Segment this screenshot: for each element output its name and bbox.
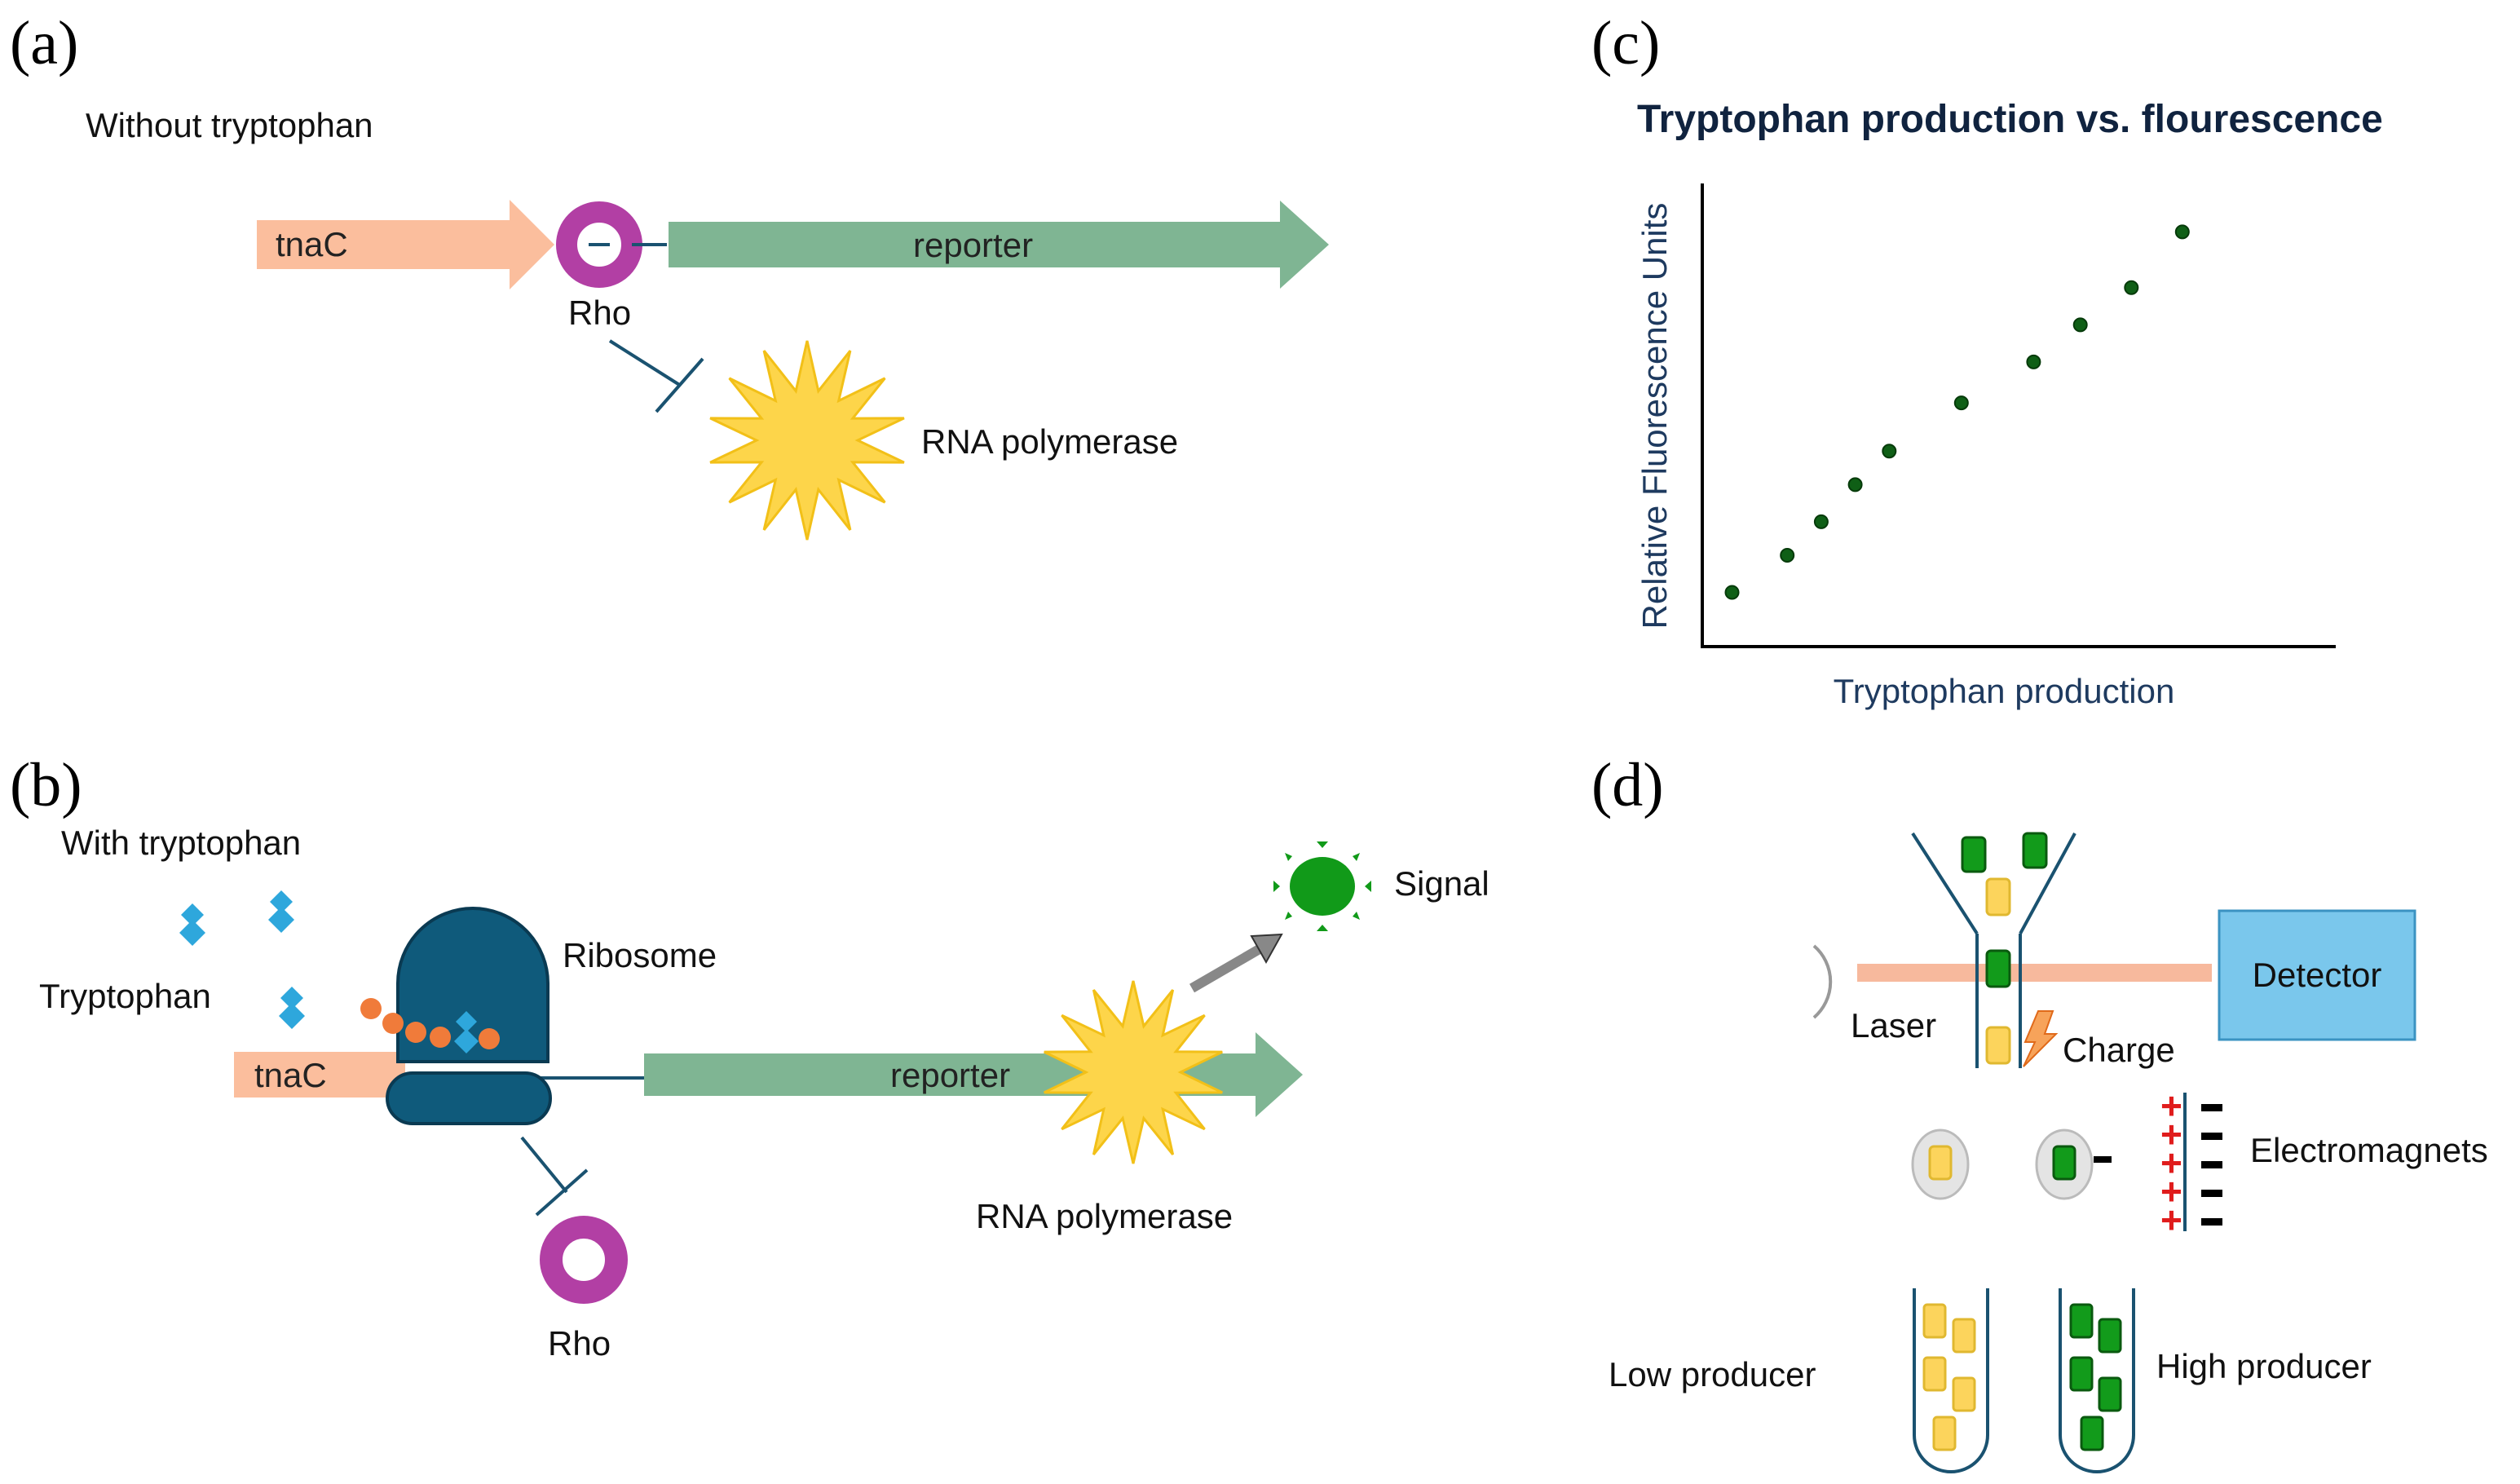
panel-b: (b) With tryptophan Tryptophan tnaC repo… xyxy=(10,751,1489,1363)
panel-a: (a) Without tryptophan tnaC Rho reporter… xyxy=(10,9,1329,541)
negative-plate xyxy=(2201,1104,2222,1226)
inhibition-line-b xyxy=(520,1136,568,1194)
panel-a-letter: (a) xyxy=(10,9,78,77)
chart-point-7 xyxy=(2026,354,2041,369)
plus-sign: + xyxy=(2160,1142,2182,1184)
inhibition-line-a xyxy=(608,339,682,387)
chart-point-9 xyxy=(2124,280,2139,295)
low-producer-tube xyxy=(1913,1288,1989,1473)
rna-polymerase-star-a xyxy=(709,340,905,541)
electromagnets-label: Electromagnets xyxy=(2250,1131,2488,1169)
plus-sign: + xyxy=(2160,1199,2182,1241)
minus-mark xyxy=(2201,1161,2222,1168)
rna-polymerase-label-b: RNA polymerase xyxy=(976,1197,1233,1235)
tryptophan-molecule-1 xyxy=(179,903,205,946)
minus-mark xyxy=(2201,1190,2222,1197)
panel-a-condition: Without tryptophan xyxy=(86,106,373,144)
detector-box xyxy=(2218,909,2416,1041)
chart-title: Tryptophan production vs. flourescence xyxy=(1637,98,2383,141)
tnac-gene-b xyxy=(234,1052,405,1098)
minus-mark xyxy=(2201,1133,2222,1140)
panel-c-letter: (c) xyxy=(1591,9,1660,77)
green-cell-in-beam xyxy=(1985,949,2011,988)
signal-glow-icon xyxy=(1273,841,1371,931)
chart-point-2 xyxy=(1780,548,1795,563)
negative-charge-mark xyxy=(2094,1156,2112,1163)
charge-bolt-icon xyxy=(2023,1010,2059,1067)
reporter-label-b: reporter xyxy=(890,1056,1010,1094)
high-producer-tube xyxy=(2059,1288,2135,1473)
yellow-cell xyxy=(1985,1026,2011,1065)
signal-label: Signal xyxy=(1394,864,1489,903)
signal-arrow-head xyxy=(1250,933,1283,965)
chart-point-4 xyxy=(1847,477,1863,492)
rho-protein-b xyxy=(540,1216,628,1304)
ribosome-label: Ribosome xyxy=(563,936,717,974)
positive-plate: +++++ xyxy=(2160,1084,2182,1241)
tryptophan-molecule-2 xyxy=(268,890,294,933)
rho-label-b: Rho xyxy=(548,1324,611,1363)
laser-emitter xyxy=(1812,944,1833,1019)
chart-point-8 xyxy=(2072,317,2088,333)
green-cell xyxy=(1961,836,1987,873)
low-producer-cells xyxy=(1922,1303,1976,1451)
rho-label-a: Rho xyxy=(568,294,631,332)
tnac-gene-arrow-a xyxy=(257,200,554,289)
panel-c: (c) Tryptophan production vs. flourescen… xyxy=(1591,9,2383,710)
chart-y-label: Relative Fluorescence Units xyxy=(1635,203,1674,629)
yellow-cell xyxy=(1928,1145,1953,1181)
yellow-cell xyxy=(1985,877,2011,916)
chart-points xyxy=(1724,224,2190,600)
chart-point-3 xyxy=(1813,514,1829,529)
panel-b-letter: (b) xyxy=(10,751,82,819)
chart-point-1 xyxy=(1724,585,1740,600)
plus-sign: + xyxy=(2160,1084,2182,1127)
sorting-funnel xyxy=(1911,832,2076,1068)
high-producer-label: High producer xyxy=(2156,1347,2372,1385)
laser-beam xyxy=(1857,964,2212,982)
tryptophan-molecule-3 xyxy=(279,987,305,1029)
low-producer-label: Low producer xyxy=(1609,1355,1816,1393)
tnac-label-b: tnaC xyxy=(254,1056,327,1094)
inhibition-bar-a xyxy=(655,357,704,413)
chart-x-label: Tryptophan production xyxy=(1834,672,2175,710)
minus-mark xyxy=(2201,1218,2222,1226)
green-cell xyxy=(2052,1145,2076,1181)
chart-point-5 xyxy=(1882,444,1897,459)
minus-mark xyxy=(2201,1104,2222,1111)
charge-label: Charge xyxy=(2063,1031,2175,1069)
panel-b-condition: With tryptophan xyxy=(61,824,301,862)
plus-sign: + xyxy=(2160,1113,2182,1155)
laser-label: Laser xyxy=(1851,1006,1936,1045)
inhibition-bar-b xyxy=(535,1168,589,1217)
chart-point-10 xyxy=(2174,224,2190,240)
panel-d-letter: (d) xyxy=(1591,751,1664,819)
rna-polymerase-star-b xyxy=(1044,980,1223,1164)
signal-arrow-shaft xyxy=(1189,939,1271,993)
tryptophan-label: Tryptophan xyxy=(39,977,211,1015)
plus-sign: + xyxy=(2160,1170,2182,1212)
reporter-label-a: reporter xyxy=(913,226,1033,264)
tnac-label-a: tnaC xyxy=(276,225,348,263)
green-cell xyxy=(2022,832,2048,869)
rna-polymerase-label-a: RNA polymerase xyxy=(921,422,1178,461)
peptide-chain xyxy=(360,998,500,1049)
chart-axes xyxy=(1701,183,2336,648)
ribosome-small-subunit xyxy=(386,1071,552,1125)
panel-d: (d) Laser Charge Detector xyxy=(1591,751,2488,1473)
detector-label: Detector xyxy=(2253,956,2382,994)
ribosome-large-subunit xyxy=(396,907,549,1063)
reporter-gene-arrow-a xyxy=(669,201,1329,289)
chart-point-6 xyxy=(1953,395,1969,411)
bound-tryptophan xyxy=(454,1011,479,1053)
high-producer-cells xyxy=(2069,1303,2122,1451)
